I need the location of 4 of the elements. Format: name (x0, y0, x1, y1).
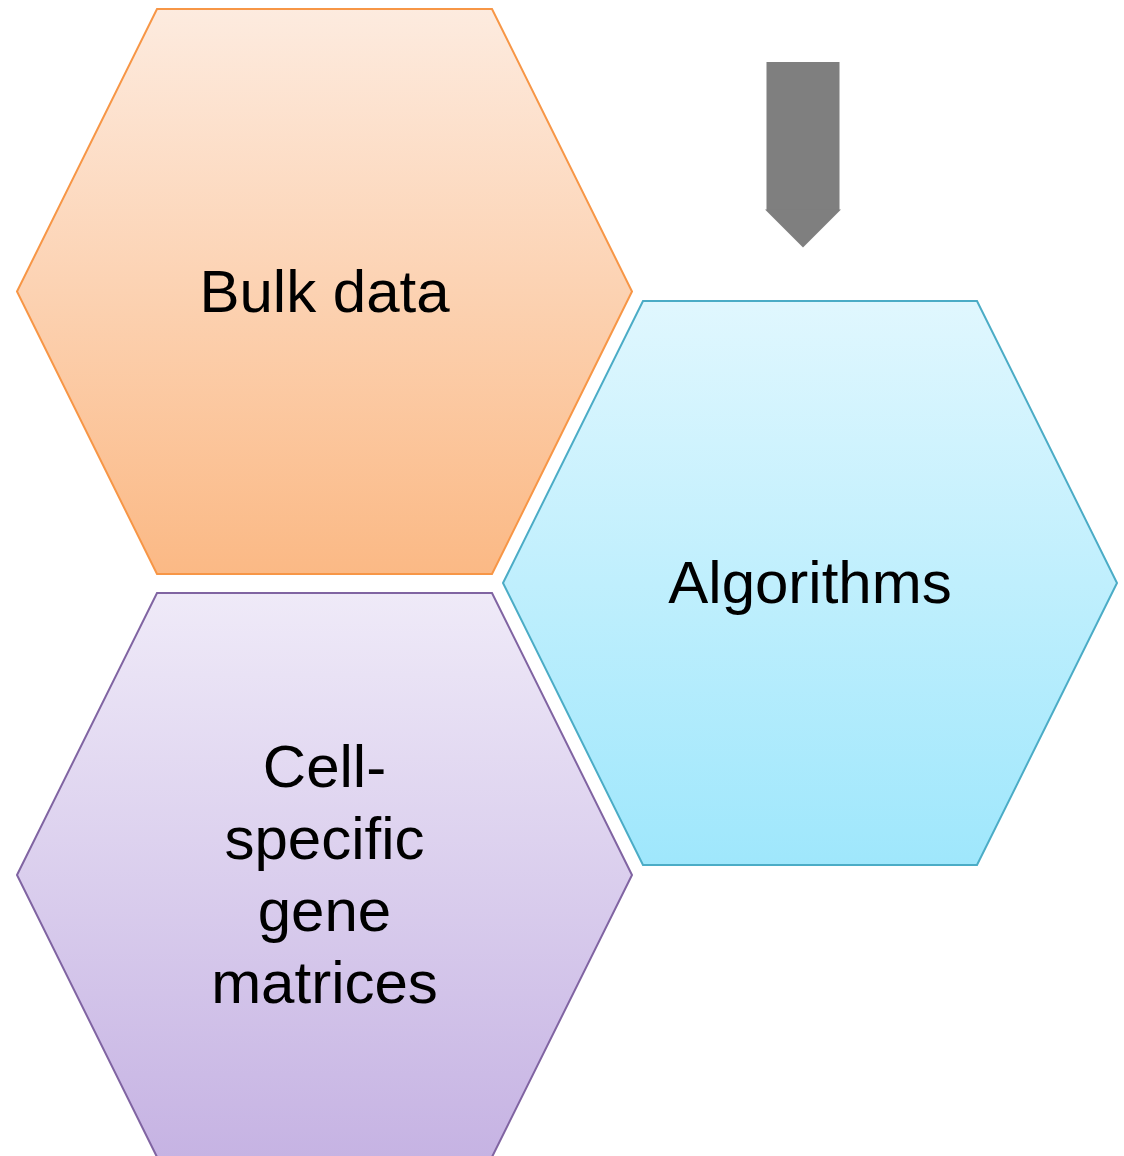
hexagon-label: Algorithms (667, 548, 953, 618)
hexagon-label: Cell-specific gene matrices (210, 732, 439, 1018)
hexagon-label: Bulk data (198, 256, 451, 327)
block-arrow (765, 62, 841, 248)
